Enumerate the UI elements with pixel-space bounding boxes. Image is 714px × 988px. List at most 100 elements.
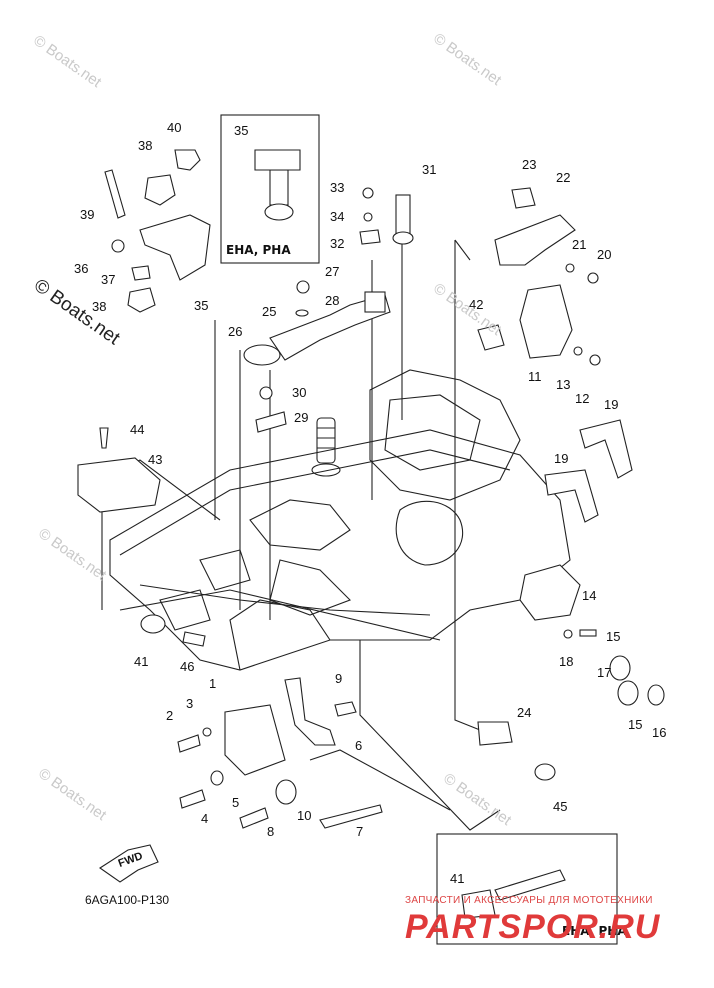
part-41a — [140, 614, 166, 634]
part-label: 4 — [201, 811, 209, 826]
part-label: 43 — [148, 452, 163, 467]
part-label: 16 — [652, 725, 667, 740]
part-label: 24 — [517, 705, 532, 720]
part-label: 15 — [628, 717, 643, 732]
part-38a — [144, 174, 176, 206]
part-28 — [295, 309, 309, 317]
part-label: 30 — [292, 385, 307, 400]
part-15b — [617, 680, 639, 706]
inset-bottom-label: EHA, PHA — [562, 924, 627, 938]
part-label: 20 — [597, 247, 612, 262]
part-label: 22 — [556, 170, 571, 185]
part-34 — [363, 212, 373, 222]
fwd-arrow — [99, 844, 159, 883]
part-label: 6 — [355, 738, 363, 753]
part-15a — [609, 655, 631, 681]
part-16 — [647, 684, 665, 706]
part-5 — [210, 770, 224, 786]
part-1 — [224, 704, 286, 776]
part-32 — [359, 229, 381, 245]
part-label: 46 — [180, 659, 195, 674]
part-42 — [477, 324, 505, 351]
part-label: 21 — [572, 237, 587, 252]
part-22 — [494, 214, 576, 266]
part-label: 35 — [194, 298, 209, 313]
part-label: 25 — [262, 304, 277, 319]
part-label: 40 — [167, 120, 182, 135]
part-30 — [259, 386, 273, 400]
part-27 — [296, 280, 310, 294]
part-label: 19 — [554, 451, 569, 466]
part-label: 3 — [186, 696, 194, 711]
diagram-code: 6AGA100-P130 — [85, 893, 170, 907]
part-2 — [177, 734, 201, 753]
part-26 — [243, 344, 281, 366]
part-label: 32 — [330, 236, 345, 251]
part-6 — [284, 677, 336, 746]
part-label: 26 — [228, 324, 243, 339]
part-40 — [174, 149, 201, 171]
part-label: 2 — [166, 708, 174, 723]
part-38b — [127, 287, 156, 313]
part-label: 17 — [597, 665, 612, 680]
part-label: 38 — [138, 138, 153, 153]
part-label: 34 — [330, 209, 345, 224]
part-label: 11 — [528, 369, 542, 384]
part-label: 19 — [604, 397, 619, 412]
part-29 — [255, 411, 287, 433]
part-label: 41 — [450, 871, 465, 886]
shop-logo: PARTSPOR.RU — [405, 908, 661, 946]
part-20 — [587, 272, 599, 284]
part-19a — [579, 419, 633, 479]
part-14 — [519, 564, 581, 621]
part-label: 29 — [294, 410, 309, 425]
part-label: 10 — [297, 808, 312, 823]
part-25 — [269, 294, 391, 361]
part-13 — [573, 346, 583, 356]
part-46 — [182, 631, 206, 647]
part-37 — [131, 265, 151, 281]
part-label: 18 — [559, 654, 574, 669]
part-label: 28 — [325, 293, 340, 308]
part-23 — [511, 187, 536, 209]
part-12 — [589, 354, 601, 366]
part-10 — [275, 779, 297, 805]
part-label: 1 — [209, 676, 217, 691]
part-7 — [319, 804, 383, 829]
part-24 — [477, 721, 513, 746]
part-label: 15 — [606, 629, 621, 644]
part-44 — [99, 427, 109, 449]
part-label: 37 — [101, 272, 116, 287]
part-19b — [544, 469, 599, 523]
part-label: 35 — [234, 123, 249, 138]
part-43 — [77, 457, 161, 513]
part-36 — [111, 239, 125, 253]
part-9 — [334, 701, 357, 717]
part-17 — [579, 629, 597, 637]
part-label: 9 — [335, 671, 343, 686]
part-label: 31 — [422, 162, 437, 177]
part-label: 44 — [130, 422, 145, 437]
part-11 — [519, 284, 573, 359]
engine-block-outline — [109, 429, 571, 671]
part-39 — [104, 169, 126, 219]
part-label: 39 — [80, 207, 95, 222]
part-label: 41 — [134, 654, 149, 669]
part-35 — [139, 214, 211, 281]
inset-box-top — [220, 114, 320, 264]
part-3 — [202, 727, 212, 737]
part-label: 12 — [575, 391, 590, 406]
part-45 — [534, 763, 556, 781]
shop-tagline: ЗАПЧАСТИ И АКСЕССУАРЫ ДЛЯ МОТОТЕХНИКИ — [405, 895, 653, 906]
inset-top-label: EHA, PHA — [226, 243, 291, 257]
part-33 — [362, 187, 374, 199]
part-18 — [563, 629, 573, 639]
part-21 — [565, 263, 575, 273]
part-label: 5 — [232, 795, 240, 810]
part-label: 23 — [522, 157, 537, 172]
part-label: 8 — [267, 824, 275, 839]
part-label: 45 — [553, 799, 568, 814]
part-4 — [179, 789, 206, 809]
